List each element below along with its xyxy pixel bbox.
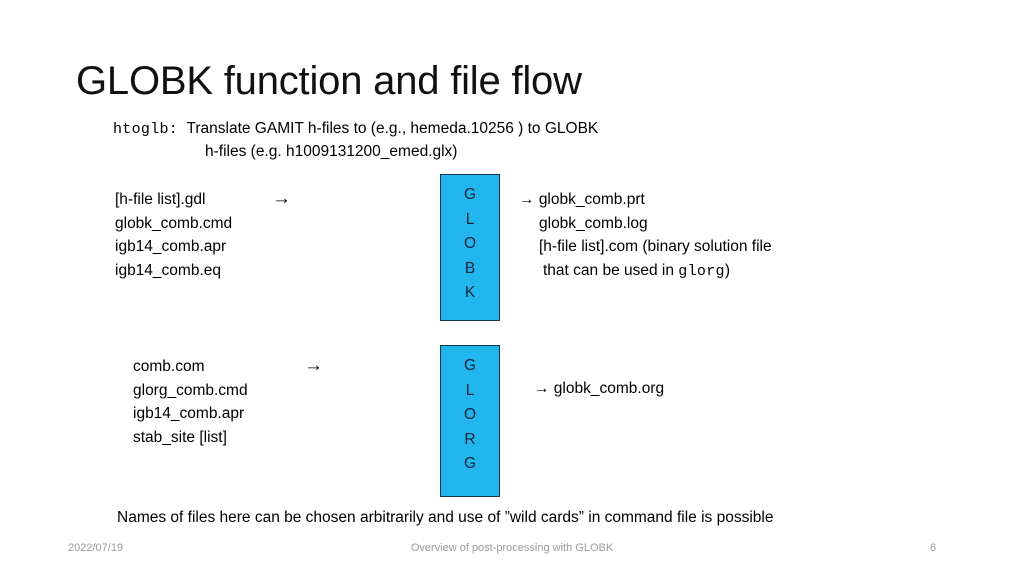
htoglb-command-label: htoglb: [113, 121, 179, 138]
box-letter: G [463, 186, 477, 203]
htoglb-line-2: h-files (e.g. h1009131200_emed.glx) [205, 143, 458, 160]
list-item: globk_comb.cmd [115, 214, 233, 232]
list-item: igb14_comb.apr [115, 238, 227, 255]
list-item: comb.com [133, 358, 205, 375]
process-box-glorg: G L O R G [440, 345, 500, 497]
htoglb-line-1-text: Translate GAMIT h-files to (e.g., hemeda… [186, 120, 599, 137]
globk-output-com: [h-file list].com (binary solution file [539, 238, 772, 255]
box-letter: K [464, 284, 476, 301]
globk-output-file-list: → globk_comb.prt globk_comb.log [h-file … [519, 188, 772, 283]
glorg-output-file: → globk_comb.org [534, 380, 665, 397]
list-item: stab_site [list] [133, 428, 227, 446]
footer-page-number: 6 [930, 542, 937, 554]
globk-output-com-note: that can be used in glorg) [519, 259, 772, 284]
arrow-right-icon-globk-output: → [519, 191, 535, 208]
globk-output-log: globk_comb.log [539, 214, 648, 232]
globk-output-prt: globk_comb.prt [538, 191, 645, 208]
globk-input-file-list: [h-file list].gdl globk_comb.cmd igb14_c… [115, 188, 232, 282]
list-item: [h-file list].gdl [115, 191, 206, 208]
box-letter: G [463, 357, 477, 374]
htoglb-description: htoglb: Translate GAMIT h-files to (e.g.… [113, 118, 598, 163]
box-letter: B [464, 259, 476, 277]
box-letter: O [463, 235, 477, 252]
box-letter: L [465, 210, 475, 228]
globk-output-com-note-prefix: that can be used in [543, 261, 679, 279]
bottom-note: Names of files here can be chosen arbitr… [117, 509, 774, 526]
box-letter: L [465, 381, 475, 399]
arrow-right-icon-glorg-input: → [304, 355, 323, 376]
glorg-input-file-list: comb.com glorg_comb.cmd igb14_comb.apr s… [133, 355, 248, 449]
footer-subject: Overview of post-processing with GLOBK [410, 542, 614, 554]
arrow-right-icon-globk-input: → [272, 188, 291, 209]
list-item: glorg_comb.cmd [133, 381, 248, 399]
box-letter: R [464, 430, 476, 448]
footer-date: 2022/07/19 [68, 542, 124, 554]
list-item: igb14_comb.apr [133, 405, 245, 422]
list-item: → globk_comb.prt [519, 188, 772, 212]
box-letter: G [463, 455, 477, 472]
list-item: igb14_comb.eq [115, 261, 221, 279]
page-title: GLOBK function and file flow [76, 59, 582, 103]
process-box-globk: G L O B K [440, 174, 500, 321]
glorg-command-reference: glorg [678, 262, 725, 280]
htoglb-line-1: htoglb: Translate GAMIT h-files to (e.g.… [113, 118, 598, 141]
globk-output-com-note-suffix: ) [724, 261, 730, 279]
box-letter: O [463, 406, 477, 423]
